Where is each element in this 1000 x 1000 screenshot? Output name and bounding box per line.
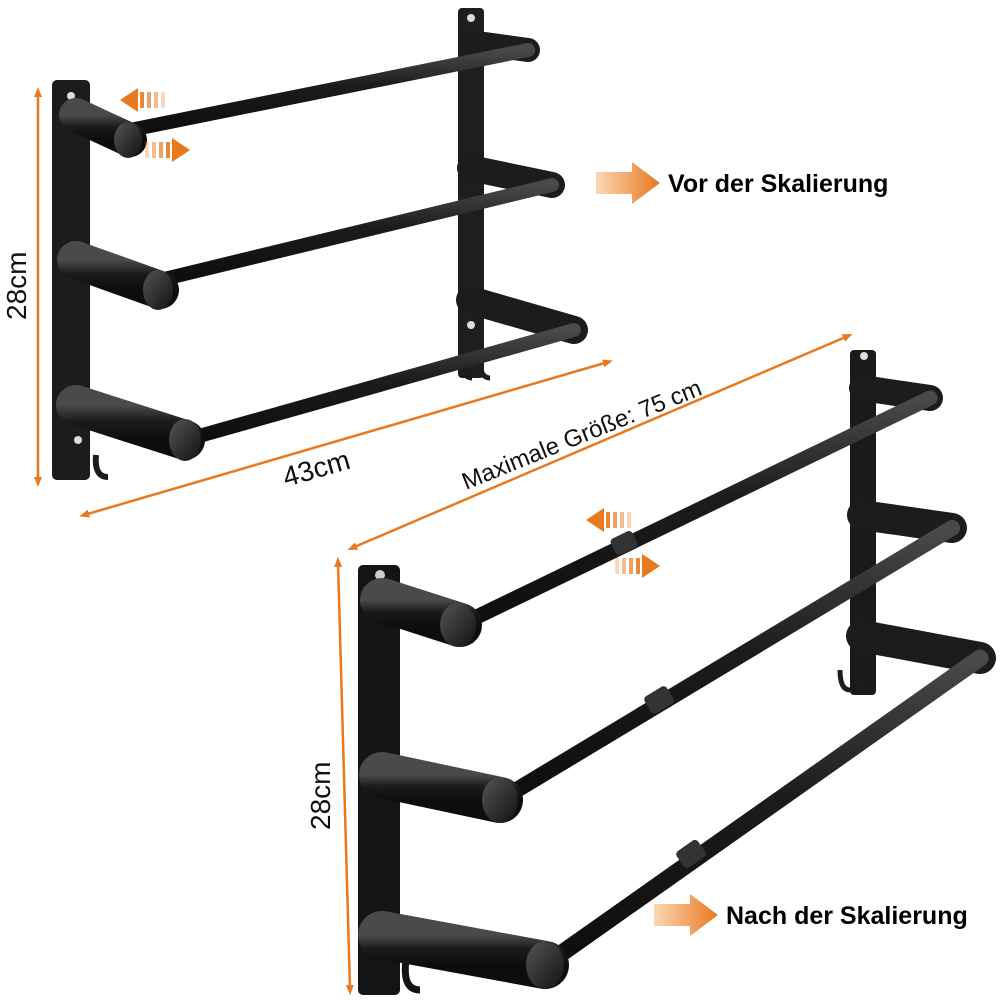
screw-icon bbox=[467, 321, 475, 329]
towel-rack-before bbox=[52, 8, 588, 480]
towel-bar bbox=[492, 520, 960, 808]
dimension-height-after: 28cm bbox=[305, 557, 354, 995]
dimension-height-before: 28cm bbox=[1, 87, 42, 487]
towel-bar bbox=[123, 43, 535, 137]
caption-after: Nach der Skalierung bbox=[654, 894, 968, 936]
hook-icon bbox=[853, 669, 867, 693]
towel-rack-after bbox=[358, 350, 996, 995]
height-label-after: 28cm bbox=[305, 762, 336, 830]
screw-icon bbox=[375, 570, 385, 580]
towel-bar bbox=[536, 649, 989, 974]
height-label-before: 28cm bbox=[1, 252, 32, 320]
extend-arrows-icon bbox=[120, 88, 190, 162]
right-arrow-icon bbox=[654, 894, 718, 936]
hook-icon bbox=[92, 454, 109, 480]
screw-icon bbox=[860, 352, 868, 360]
width-label-before: 43cm bbox=[279, 444, 353, 493]
towel-bar bbox=[452, 390, 938, 633]
hook-icon bbox=[401, 959, 421, 994]
hook-icon bbox=[837, 669, 851, 693]
hook-icon bbox=[375, 959, 395, 994]
caption-after-text: Nach der Skalierung bbox=[726, 902, 968, 930]
back-rail bbox=[458, 8, 484, 378]
right-arrow-icon bbox=[596, 162, 660, 204]
max-size-label: Maximale Größe: 75 cm bbox=[458, 375, 706, 496]
screw-icon bbox=[67, 92, 75, 100]
extend-arrows-icon bbox=[586, 508, 660, 578]
screw-icon bbox=[74, 436, 82, 444]
screw-icon bbox=[467, 14, 475, 22]
caption-before-text: Vor der Skalierung bbox=[668, 170, 888, 198]
towel-bar bbox=[153, 178, 559, 287]
caption-before: Vor der Skalierung bbox=[596, 162, 888, 204]
towel-bar bbox=[178, 323, 581, 447]
